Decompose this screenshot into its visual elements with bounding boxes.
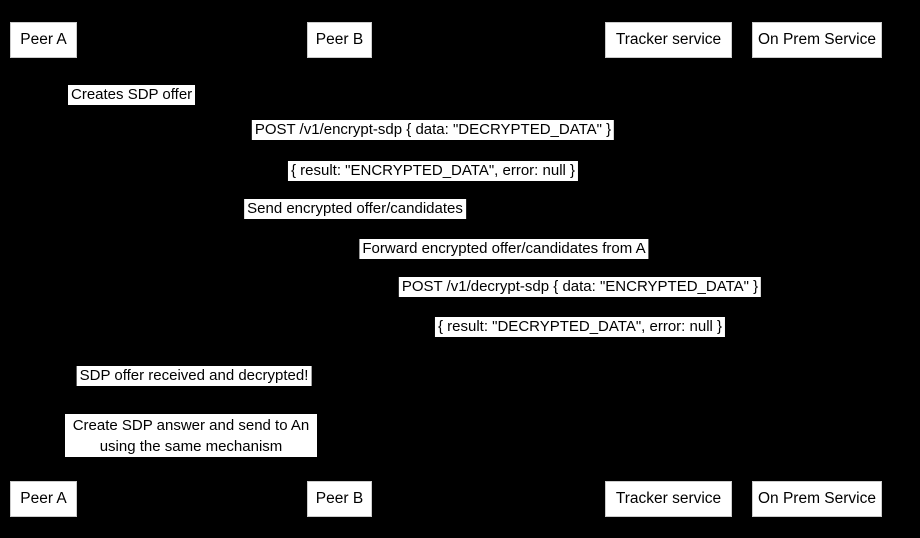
message-result-encrypted: { result: "ENCRYPTED_DATA", error: null …: [287, 161, 579, 181]
lifeline-peer-b: [339, 58, 340, 481]
lifeline-peer-a: [43, 58, 44, 481]
actor-bottom-peer-a: Peer A: [10, 481, 77, 517]
message-post-decrypt-sdp: POST /v1/decrypt-sdp { data: "ENCRYPTED_…: [398, 277, 762, 297]
actor-top-onprem: On Prem Service: [752, 22, 882, 58]
message-send-encrypted: Send encrypted offer/candidates: [244, 199, 466, 219]
actor-top-peer-a: Peer A: [10, 22, 77, 58]
note-create-sdp-answer: Create SDP answer and send to An using t…: [65, 414, 317, 457]
actor-top-peer-b: Peer B: [307, 22, 372, 58]
note-line-1: Create SDP answer and send to An: [72, 416, 310, 434]
actor-bottom-peer-b: Peer B: [307, 481, 372, 517]
message-post-encrypt-sdp: POST /v1/encrypt-sdp { data: "DECRYPTED_…: [251, 120, 615, 140]
message-result-decrypted: { result: "DECRYPTED_DATA", error: null …: [434, 317, 726, 337]
message-forward-encrypted: Forward encrypted offer/candidates from …: [359, 239, 649, 259]
message-creates-sdp-offer: Creates SDP offer: [68, 85, 196, 105]
actor-bottom-onprem: On Prem Service: [752, 481, 882, 517]
note-line-2: using the same mechanism: [99, 437, 283, 455]
lifeline-onprem: [817, 58, 818, 481]
lifeline-tracker: [668, 58, 669, 481]
actor-bottom-tracker: Tracker service: [605, 481, 732, 517]
message-sdp-offer-received: SDP offer received and decrypted!: [76, 366, 312, 386]
actor-top-tracker: Tracker service: [605, 22, 732, 58]
